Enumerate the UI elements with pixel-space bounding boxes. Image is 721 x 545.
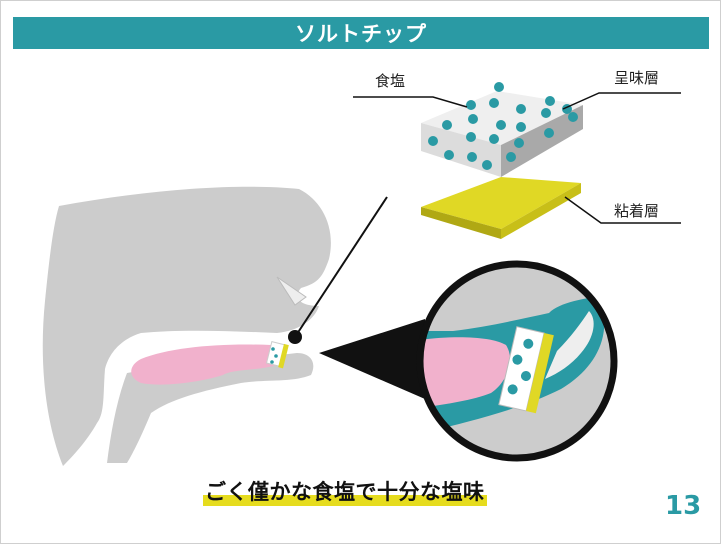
slide-title: ソルトチップ	[13, 17, 709, 49]
zoom-cone	[319, 319, 425, 399]
caption: ごく僅かな食塩で十分な塩味	[203, 476, 487, 506]
taste-layer-leader-line	[562, 92, 681, 110]
adhesive-layer-leader-line	[564, 196, 681, 224]
page-number: 13	[665, 491, 702, 521]
zoom-circle	[416, 260, 618, 462]
tongue-shape	[131, 344, 285, 385]
salt-chip-small	[265, 341, 289, 369]
adhesive-layer	[421, 177, 581, 239]
taste-layer-label: 呈味層	[614, 69, 660, 87]
head-silhouette	[42, 186, 331, 466]
taste-layer	[421, 82, 583, 177]
pointer-line	[294, 196, 388, 338]
pointer-dot	[288, 330, 302, 344]
salt-label: 食塩	[375, 72, 406, 90]
salt-leader-line	[353, 96, 468, 108]
adhesive-layer-label: 粘着層	[614, 202, 660, 220]
tooth-shape	[276, 276, 307, 306]
